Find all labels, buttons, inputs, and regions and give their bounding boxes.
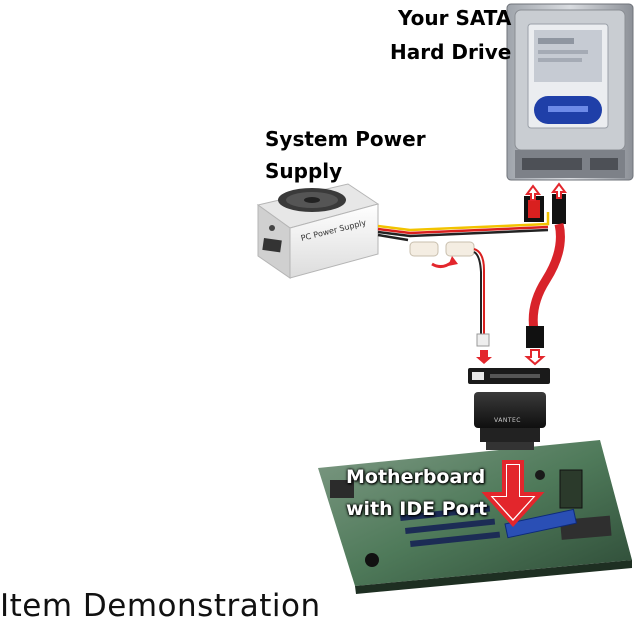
adapter-power-cable xyxy=(473,248,490,347)
hard-drive-image xyxy=(506,3,634,181)
molex-arrow-icon xyxy=(431,256,458,269)
sata-data-cable xyxy=(526,194,566,348)
item-demonstration-caption: Item Demonstration xyxy=(0,588,321,624)
hdd-label-line1: Your SATA xyxy=(398,6,512,30)
power-down-arrow-icon xyxy=(476,350,492,364)
data-down-arrow-icon xyxy=(524,349,546,366)
ide-adapter-image xyxy=(468,368,550,450)
motherboard-label-line1: Motherboard xyxy=(346,466,486,488)
motherboard-image xyxy=(318,440,632,594)
hdd-power-arrow-icon xyxy=(525,184,541,201)
hdd-data-arrow-icon xyxy=(551,182,567,199)
ide-arrow-icon xyxy=(481,460,545,527)
sata-power-connector xyxy=(524,196,544,222)
power-supply-image xyxy=(256,183,380,279)
psu-label-line2: Supply xyxy=(265,159,343,183)
motherboard-label-line2: with IDE Port xyxy=(346,498,488,520)
ide-port xyxy=(504,508,577,539)
hdd-label-line2: Hard Drive xyxy=(390,40,512,64)
molex-connector-female xyxy=(445,241,475,257)
psu-label-line1: System Power xyxy=(265,127,426,151)
adapter-brand-text: VANTEC xyxy=(494,417,521,424)
psu-cable-bundle xyxy=(377,212,550,242)
molex-connector-male xyxy=(409,241,439,257)
